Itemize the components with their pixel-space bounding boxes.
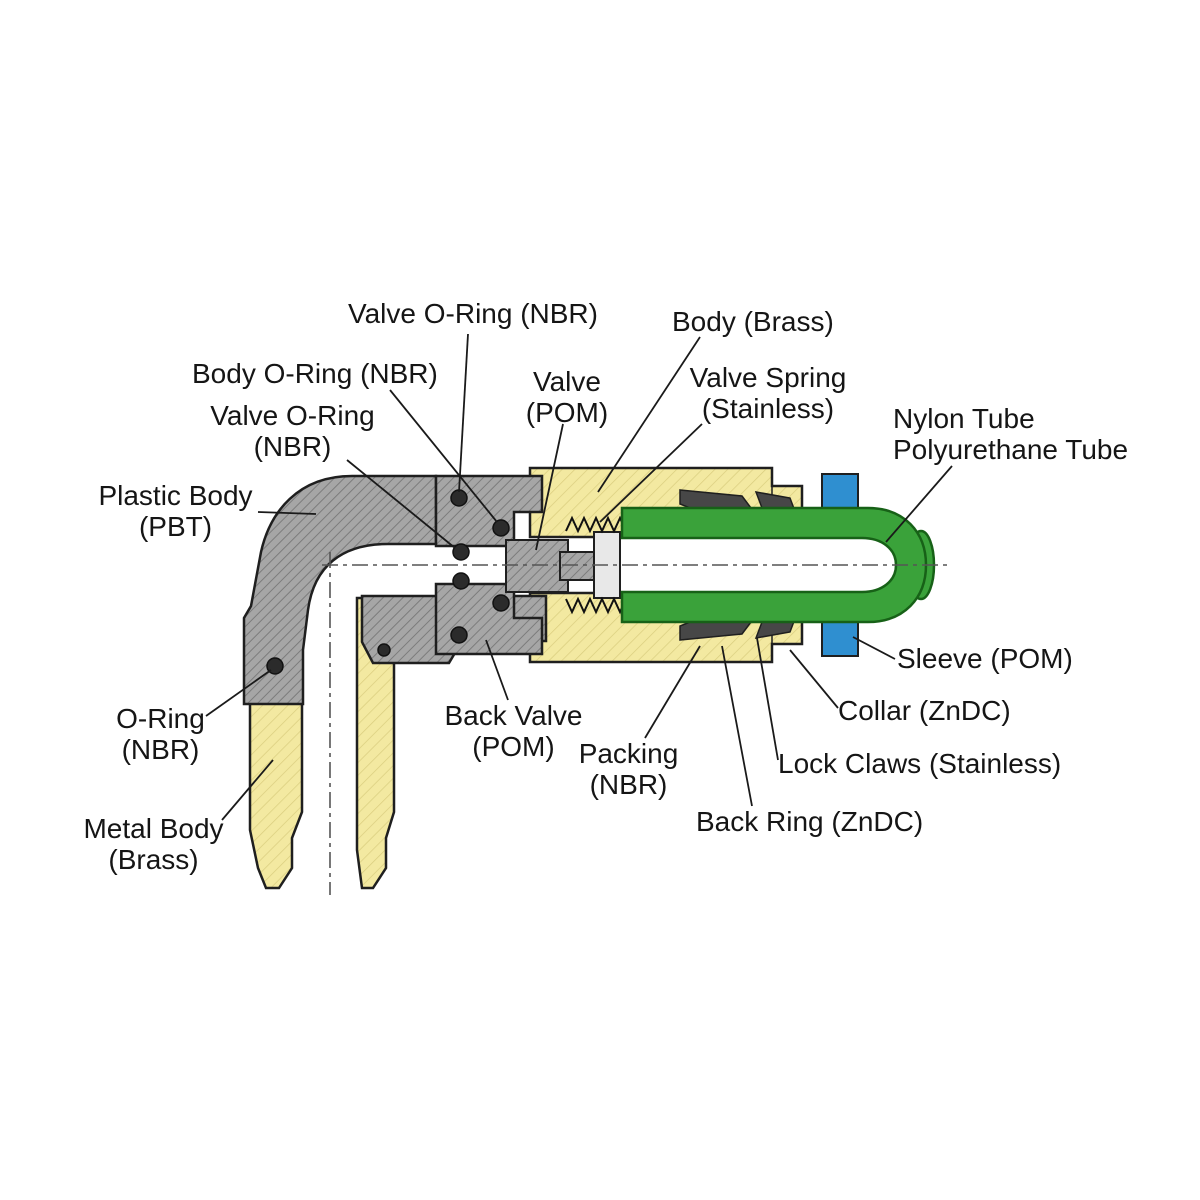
metal-body-right-prong bbox=[355, 596, 396, 890]
label-back-ring: Back Ring (ZnDC) bbox=[696, 806, 924, 837]
label-valve: Valve (POM) bbox=[525, 366, 609, 429]
leader-lines bbox=[205, 333, 953, 821]
sleeve-bottom-shape bbox=[821, 617, 859, 657]
sleeve-top-shape bbox=[821, 473, 859, 513]
label-valve-o-ring-left: Valve O-Ring (NBR) bbox=[210, 400, 375, 463]
label-body-o-ring: Body O-Ring (NBR) bbox=[192, 358, 438, 389]
label-lock-claws: Lock Claws (Stainless) bbox=[778, 748, 1062, 779]
back-valve-shape bbox=[434, 582, 544, 656]
label-valve-o-ring-top: Valve O-Ring (NBR) bbox=[348, 298, 598, 329]
centerlines bbox=[322, 552, 948, 895]
metal-body-left-prong bbox=[248, 692, 304, 890]
label-o-ring: O-Ring (NBR) bbox=[116, 703, 205, 766]
label-packing: Packing (NBR) bbox=[578, 738, 679, 801]
valve-shape bbox=[505, 539, 569, 593]
plastic-body-elbow-shape bbox=[242, 474, 438, 706]
label-sleeve: Sleeve (POM) bbox=[897, 643, 1073, 674]
tube-shape bbox=[620, 506, 928, 624]
label-nylon-tube: Nylon Tube Polyurethane Tube bbox=[893, 403, 1129, 466]
label-metal-body: Metal Body (Brass) bbox=[83, 813, 224, 876]
label-plastic-body: Plastic Body (PBT) bbox=[98, 480, 253, 543]
label-back-valve: Back Valve (POM) bbox=[444, 700, 583, 763]
label-valve-spring: Valve Spring (Stainless) bbox=[689, 362, 847, 425]
label-collar: Collar (ZnDC) bbox=[838, 695, 1011, 726]
label-body-brass: Body (Brass) bbox=[672, 306, 834, 337]
valve-spring-shape bbox=[565, 515, 627, 615]
